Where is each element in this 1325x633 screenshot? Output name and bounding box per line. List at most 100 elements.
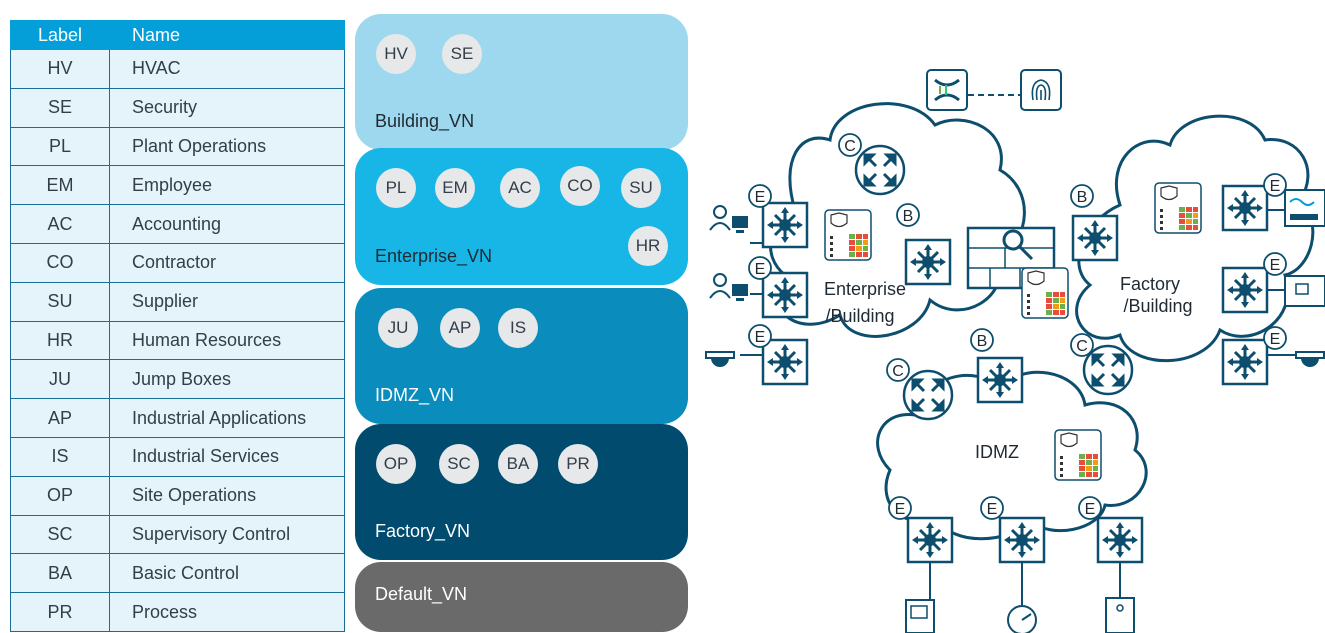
switch-icon (1071, 214, 1119, 262)
border-badge-label: B (977, 333, 988, 350)
name-cell: Supplier (109, 281, 345, 322)
name-cell: HVAC (109, 49, 345, 89)
vn-chip: SU (621, 168, 661, 208)
name-cell: Supervisory Control (109, 514, 345, 555)
policy-matrix-icon (1154, 182, 1202, 234)
router-icon (902, 369, 954, 421)
edge-badge: E (980, 496, 1004, 520)
plc-icon (1284, 275, 1325, 307)
border-badge-label: B (903, 208, 914, 225)
edge-badge-label: E (1270, 257, 1281, 274)
factory-cloud-label-2: /Building (1123, 296, 1192, 316)
ise-fingerprint-icon (1020, 69, 1062, 111)
label-cell: SE (10, 87, 110, 128)
control-badge: C (1070, 333, 1094, 357)
name-cell: Plant Operations (109, 126, 345, 167)
switch-icon (1096, 516, 1144, 564)
vn-chip: IS (498, 308, 538, 348)
label-cell: CO (10, 242, 110, 283)
name-cell: Employee (109, 165, 345, 206)
border-badge: B (1070, 184, 1094, 208)
control-badge-label: C (892, 363, 904, 380)
vn-chip: HV (376, 34, 416, 74)
control-badge: C (838, 133, 862, 157)
label-cell: AC (10, 204, 110, 244)
name-cell: Security (109, 87, 345, 128)
vn-chip: HR (628, 226, 668, 266)
vn-chip: PL (376, 168, 416, 208)
vn-name: Enterprise_VN (375, 246, 493, 266)
name-cell: Process (109, 592, 345, 632)
label-cell: JU (10, 359, 110, 400)
switch-icon (761, 271, 809, 319)
hmi-icon (905, 599, 935, 633)
control-badge-label: C (1076, 338, 1088, 355)
vn-chip: EM (435, 168, 475, 208)
gauge-icon (1007, 605, 1037, 633)
control-badge: C (886, 358, 910, 382)
policy-matrix-icon (1054, 429, 1102, 481)
vn-block-default: Default_VN (355, 562, 688, 632)
name-cell: Accounting (109, 204, 345, 244)
edge-badge: E (1263, 326, 1287, 350)
vn-block-enterprise: PL EM AC CO SU HR Enterprise_VN (355, 148, 688, 285)
name-cell: Site Operations (109, 475, 345, 516)
enterprise-cloud-label-1: Enterprise (824, 279, 906, 299)
name-cell: Contractor (109, 242, 345, 283)
switch-icon (904, 238, 952, 286)
edge-badge: E (888, 496, 912, 520)
switch-icon (761, 338, 809, 386)
edge-badge-label: E (1270, 178, 1281, 195)
switch-icon (1221, 266, 1269, 314)
camera-icon (1295, 351, 1325, 368)
edge-badge-label: E (755, 261, 766, 278)
vn-chip: CO (560, 166, 600, 206)
label-cell: BA (10, 553, 110, 594)
switch-icon (998, 516, 1046, 564)
vn-chip: AC (500, 168, 540, 208)
label-cell: SU (10, 281, 110, 322)
vn-chip: PR (558, 444, 598, 484)
edge-badge: E (748, 324, 772, 348)
name-cell: Basic Control (109, 553, 345, 594)
policy-matrix-icon (1021, 267, 1069, 319)
name-cell: Industrial Services (109, 436, 345, 477)
workstation-icon (709, 205, 749, 234)
vn-name: Factory_VN (375, 521, 471, 541)
label-cell: IS (10, 436, 110, 477)
factory-cloud-label-1: Factory (1120, 274, 1180, 294)
label-cell: HV (10, 49, 110, 89)
sensor-icon (1284, 189, 1325, 227)
label-column-header: Label (10, 20, 110, 50)
edge-badge-label: E (1270, 331, 1281, 348)
edge-badge-label: E (755, 329, 766, 346)
network-diagram: E E E C B B E E E C B C E E E Enterprise… (705, 69, 1325, 633)
border-badge: B (896, 203, 920, 227)
idmz-cloud-label: IDMZ (975, 442, 1019, 462)
table-header-row: Label Name (10, 20, 345, 50)
vn-block-building: HV SE Building_VN (355, 14, 688, 150)
label-cell: HR (10, 320, 110, 361)
policy-matrix-icon (824, 209, 872, 261)
vn-name: IDMZ_VN (375, 385, 455, 405)
vn-chip: AP (440, 308, 480, 348)
label-cell: SC (10, 514, 110, 555)
label-cell: EM (10, 165, 110, 206)
vn-chip: BA (498, 444, 538, 484)
name-cell: Industrial Applications (109, 398, 345, 438)
dna-center-icon (926, 69, 968, 111)
vn-block-factory: OP SC BA PR Factory_VN (355, 424, 688, 560)
vn-chip: JU (378, 308, 418, 348)
label-cell: PR (10, 592, 110, 632)
